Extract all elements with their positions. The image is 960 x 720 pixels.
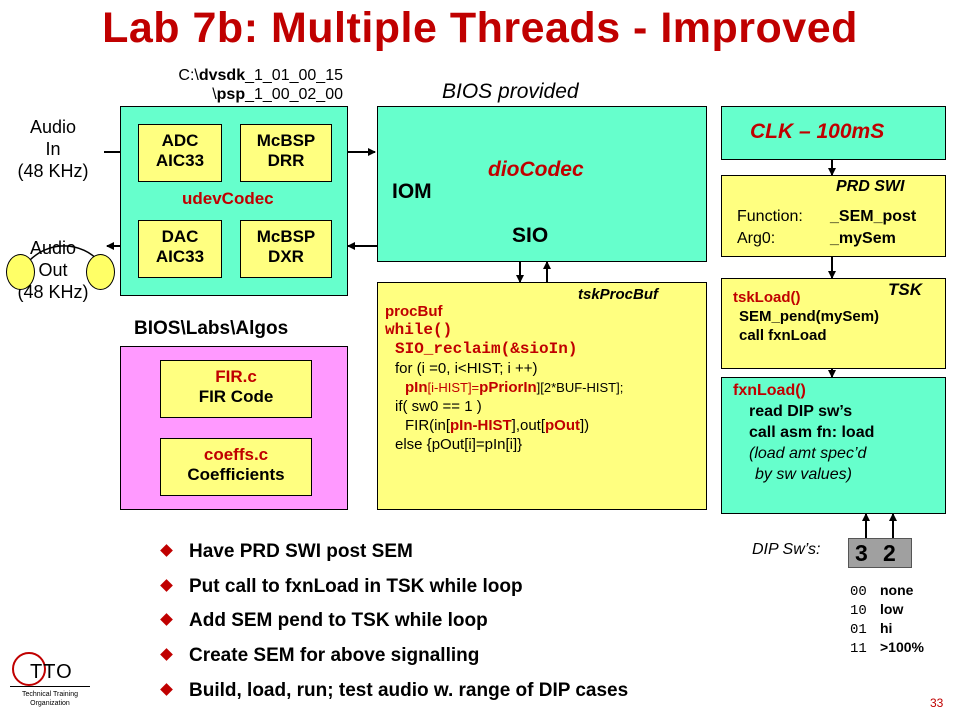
prd-swi-title: PRD SWI <box>836 178 905 195</box>
clk-label: CLK – 100mS <box>750 120 885 143</box>
sio-label: SIO <box>512 224 549 247</box>
dio-codec-label: dioCodec <box>488 158 584 181</box>
iom-label: IOM <box>392 180 432 203</box>
tsk-body: tskLoad() SEM_pend(mySem) call fxnLoad <box>733 289 880 344</box>
dio-codec-box <box>377 106 707 262</box>
page-number: 33 <box>930 696 944 710</box>
bullet-item: Add SEM pend to TSK while loop <box>160 609 488 633</box>
bullet-diamond-icon <box>160 683 173 696</box>
bios-provided-label: BIOS provided <box>442 80 579 103</box>
bullet-diamond-icon <box>160 579 173 592</box>
dip-switch-block: 3 2 <box>848 538 912 568</box>
udev-codec-label: udevCodec <box>182 189 274 208</box>
bullet-diamond-icon <box>160 648 173 661</box>
bullet-item: Have PRD SWI post SEM <box>160 540 413 564</box>
prd-swi-fields: Function:_SEM_post Arg0:_mySem <box>737 208 917 247</box>
bullet-item: Put call to fxnLoad in TSK while loop <box>160 575 523 599</box>
tsk-box <box>721 278 946 369</box>
dip-row: 11>100% <box>850 639 924 657</box>
bullet-item: Build, load, run; test audio w. range of… <box>160 679 628 703</box>
prd-swi-box <box>721 175 946 257</box>
procbuf-code: procBuf while() SIO_reclaim(&sioIn) for … <box>385 303 624 453</box>
bullet-item: Create SEM for above signalling <box>160 644 479 668</box>
tsk-procbuf-title: tskProcBuf <box>578 286 659 303</box>
clk-box <box>721 106 946 160</box>
bullet-diamond-icon <box>160 544 173 557</box>
tto-logo-circle-icon <box>12 652 46 686</box>
algos-path-label: BIOS\Labs\Algos <box>134 318 289 339</box>
install-path: C:\dvsdk_1_01_00_15 \psp_1_00_02_00 <box>178 67 343 103</box>
dip-switch-2[interactable]: 2 <box>883 540 896 566</box>
dip-label: DIP Sw’s: <box>752 541 821 558</box>
headphone-left-icon <box>6 254 35 290</box>
fxn-load-body: fxnLoad() read DIP sw’s call asm fn: loa… <box>733 382 875 483</box>
tsk-title: TSK <box>888 280 922 299</box>
page-title: Lab 7b: Multiple Threads - Improved <box>102 4 858 52</box>
headphone-right-icon <box>86 254 115 290</box>
dip-switch-3[interactable]: 3 <box>855 540 868 566</box>
bullet-diamond-icon <box>160 613 173 626</box>
tsk-procbuf-box <box>377 282 707 510</box>
fxn-load-box <box>721 377 946 514</box>
